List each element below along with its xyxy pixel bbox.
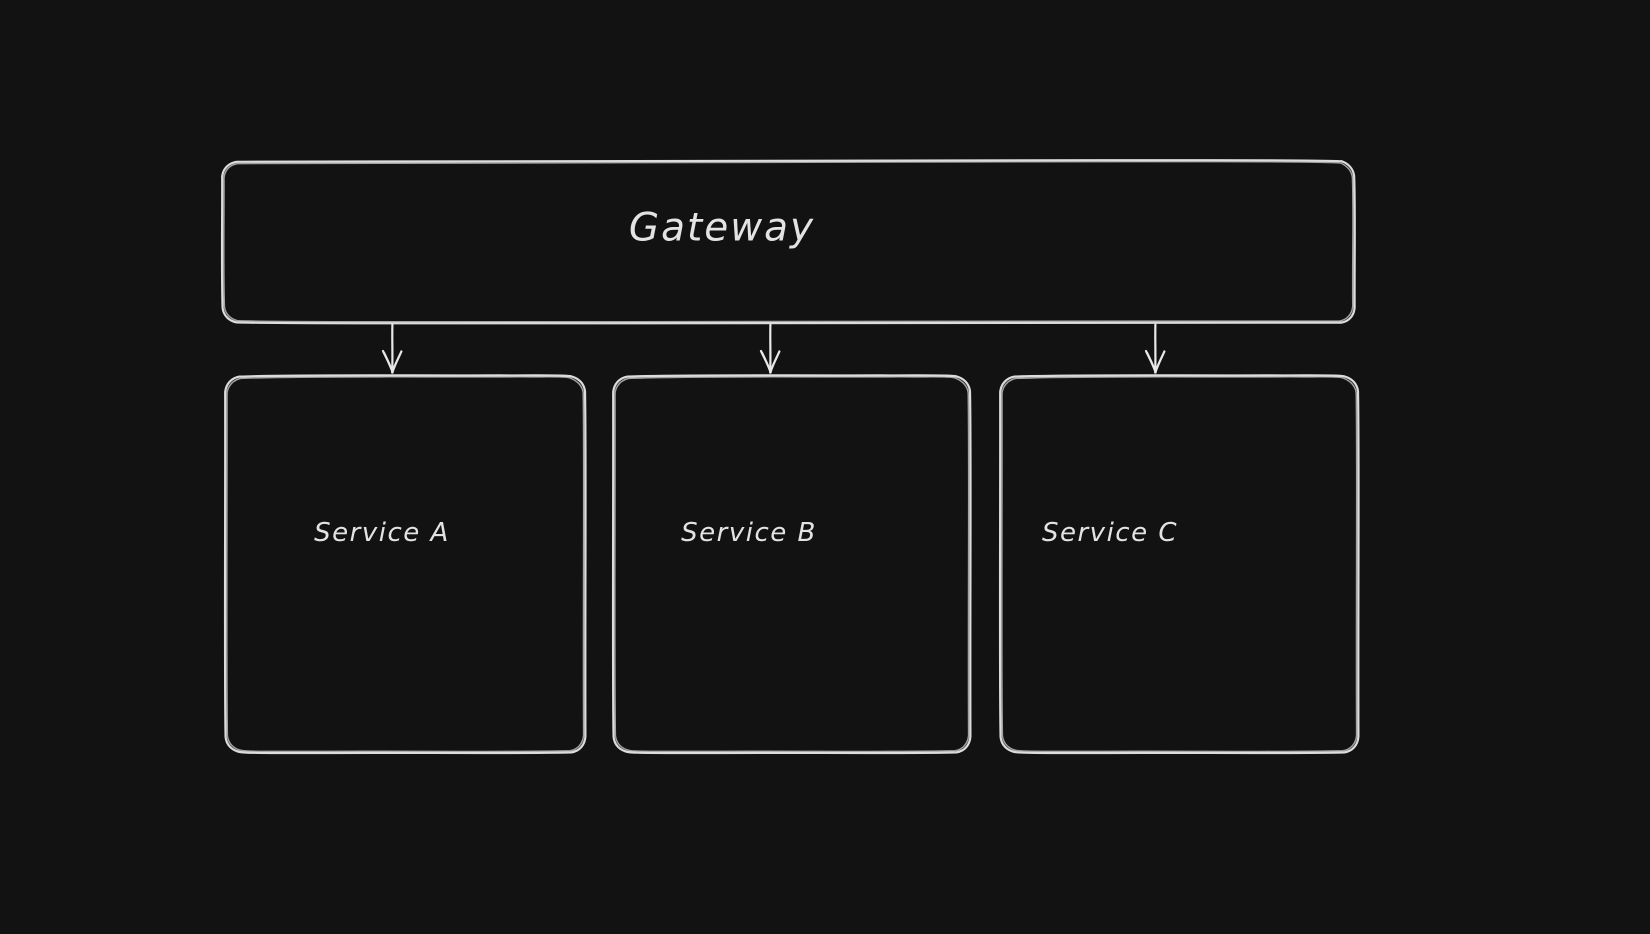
node-label-gateway: Gateway: [628, 205, 816, 251]
edge-gateway-to-service-c[interactable]: [1144, 323, 1166, 374]
node-service-c[interactable]: [1000, 375, 1358, 752]
edge-gateway-to-service-b[interactable]: [759, 323, 781, 374]
edge-gateway-to-service-a[interactable]: [381, 323, 403, 374]
node-label-service-c: Service C: [1041, 518, 1179, 548]
node-shape-service-c[interactable]: [998, 374, 1360, 755]
node-shape-service-a[interactable]: [223, 374, 587, 755]
node-service-b[interactable]: [613, 375, 970, 752]
node-label-service-b: Service B: [681, 518, 817, 548]
node-gateway[interactable]: [222, 160, 1355, 323]
node-shape-gateway[interactable]: [220, 159, 1356, 325]
node-label-service-a: Service A: [314, 518, 450, 548]
node-shape-service-b[interactable]: [611, 374, 972, 755]
node-service-a[interactable]: [225, 375, 585, 752]
